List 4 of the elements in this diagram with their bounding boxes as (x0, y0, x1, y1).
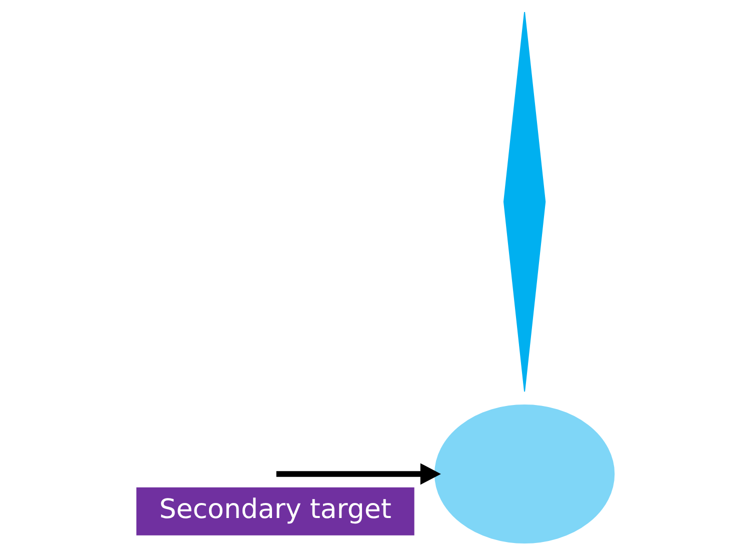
node-ellipse (434, 404, 614, 544)
node-box: Secondary target (136, 487, 414, 536)
node-bar (502, 12, 546, 392)
arrow (276, 463, 440, 485)
